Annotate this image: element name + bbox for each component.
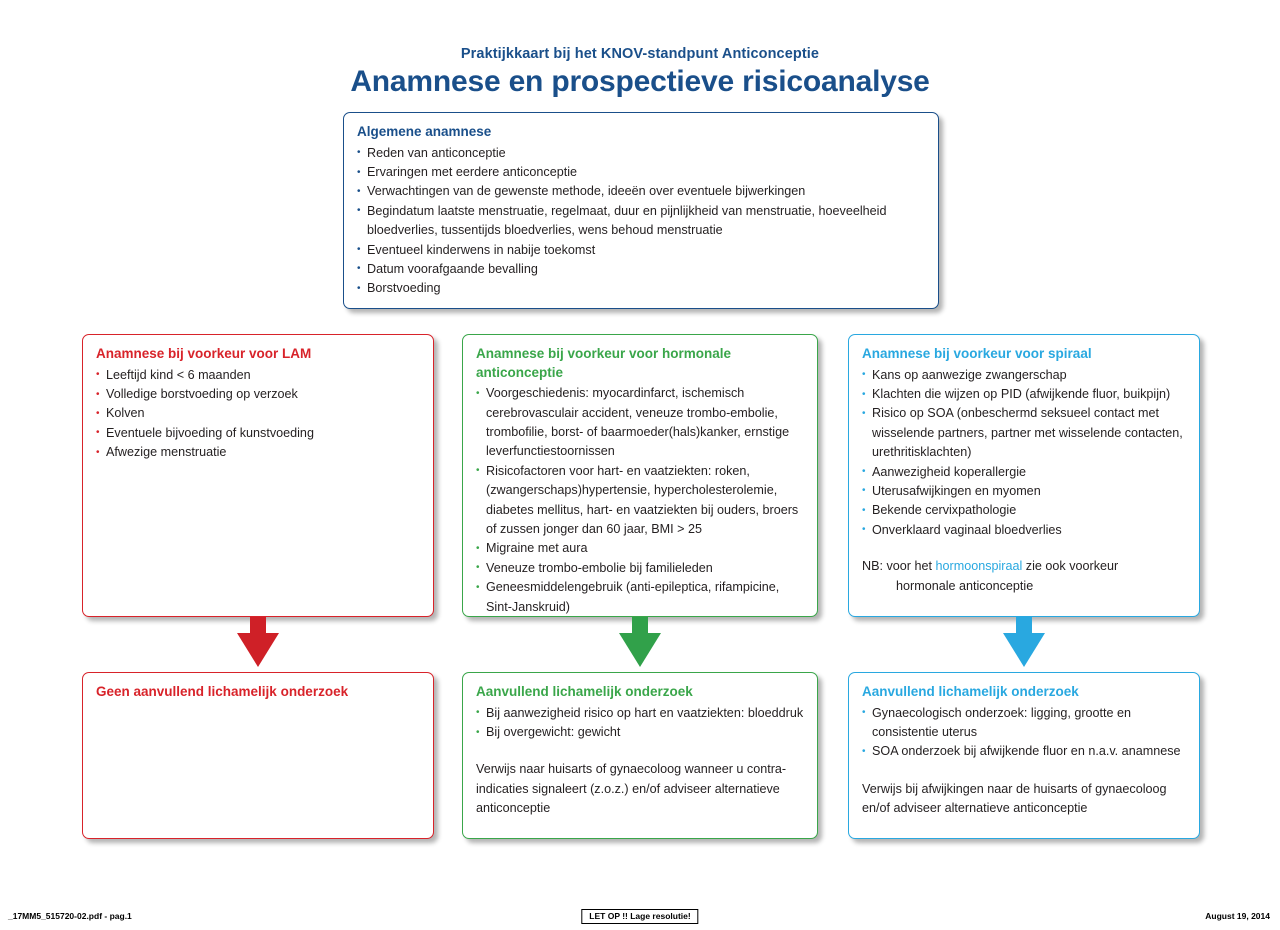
- anamnese-lam-title: Anamnese bij voorkeur voor LAM: [96, 346, 312, 361]
- page-footer: _17MM5_515720-02.pdf - pag.1 LET OP !! L…: [0, 905, 1280, 930]
- list-item: Eventueel kinderwens in nabije toekomst: [357, 240, 926, 260]
- onderzoek-spiraal-list: Gynaecologisch onderzoek: ligging, groot…: [862, 703, 1187, 762]
- onderzoek-lam-box: Geen aanvullend lichamelijk onderzoek: [82, 672, 434, 839]
- list-item: Afwezige menstruatie: [96, 443, 421, 462]
- onderzoek-spiraal-title: Aanvullend lichamelijk onderzoek: [862, 684, 1079, 699]
- onderzoek-hormonale-paragraph: Verwijs naar huisarts of gynaecoloog wan…: [476, 762, 787, 816]
- hormoonspiraal-note: NB: voor het hormoonspiraal zie ook voor…: [862, 557, 1187, 596]
- page-header: Praktijkkaart bij het KNOV-standpunt Ant…: [0, 46, 1280, 100]
- arrow-head: [619, 633, 661, 667]
- arrow-down-spiraal: [1003, 617, 1045, 667]
- arrow-down-hormonale: [619, 617, 661, 667]
- arrow-stem: [250, 617, 266, 633]
- arrow-stem: [632, 617, 648, 633]
- arrow-head: [237, 633, 279, 667]
- general-anamnese-title: Algemene anamnese: [357, 124, 492, 139]
- list-item: Geneesmiddelengebruik (anti-epileptica, …: [476, 578, 805, 617]
- anamnese-hormonale-box: Anamnese bij voorkeur voor hormonale ant…: [462, 334, 818, 617]
- list-item: Risicofactoren voor hart- en vaatziekten…: [476, 461, 805, 540]
- list-item: Volledige borstvoeding op verzoek: [96, 385, 421, 404]
- onderzoek-hormonale-title: Aanvullend lichamelijk onderzoek: [476, 684, 693, 699]
- footer-date: August 19, 2014: [1205, 911, 1270, 921]
- list-item: Risico op SOA (onbeschermd seksueel cont…: [862, 404, 1187, 462]
- anamnese-spiraal-box: Anamnese bij voorkeur voor spiraal Kans …: [848, 334, 1200, 617]
- anamnese-lam-list: Leeftijd kind < 6 maanden Volledige bors…: [96, 365, 421, 463]
- list-item: Bij overgewicht: gewicht: [476, 723, 805, 742]
- list-item: Migraine met aura: [476, 539, 805, 558]
- list-item: Eventuele bijvoeding of kunstvoeding: [96, 423, 421, 443]
- list-item: Veneuze trombo-embolie bij familieleden: [476, 558, 805, 578]
- list-item: Onverklaard vaginaal bloedverlies: [862, 520, 1187, 540]
- arrow-stem: [1016, 617, 1032, 633]
- list-item: Verwachtingen van de gewenste methode, i…: [357, 182, 926, 201]
- list-item: Klachten die wijzen op PID (afwijkende f…: [862, 385, 1187, 404]
- list-item: SOA onderzoek bij afwijkende fluor en n.…: [862, 742, 1187, 761]
- arrow-down-lam: [237, 617, 279, 667]
- anamnese-spiraal-title: Anamnese bij voorkeur voor spiraal: [862, 346, 1092, 361]
- onderzoek-spiraal-box: Aanvullend lichamelijk onderzoek Gynaeco…: [848, 672, 1200, 839]
- anamnese-hormonale-title: Anamnese bij voorkeur voor hormonale ant…: [476, 346, 732, 380]
- general-anamnese-list: Reden van anticonceptie Ervaringen met e…: [357, 143, 926, 299]
- list-item: Datum voorafgaande bevalling: [357, 259, 926, 279]
- general-anamnese-box: Algemene anamnese Reden van anticoncepti…: [343, 112, 939, 309]
- list-item: Leeftijd kind < 6 maanden: [96, 365, 421, 385]
- anamnese-lam-box: Anamnese bij voorkeur voor LAM Leeftijd …: [82, 334, 434, 617]
- hormoonspiraal-link[interactable]: hormoonspiraal: [935, 559, 1023, 574]
- note-prefix: NB: voor het: [862, 559, 936, 574]
- list-item: Voorgeschiedenis: myocardinfarct, ischem…: [476, 384, 805, 462]
- header-subtitle: Praktijkkaart bij het KNOV-standpunt Ant…: [460, 46, 820, 62]
- onderzoek-spiraal-paragraph: Verwijs bij afwijkingen naar de huisarts…: [862, 781, 1167, 816]
- list-item: Gynaecologisch onderzoek: ligging, groot…: [862, 703, 1187, 743]
- anamnese-spiraal-list: Kans op aanwezige zwangerschap Klachten …: [862, 365, 1187, 541]
- onderzoek-hormonale-list: Bij aanwezigheid risico op hart en vaatz…: [476, 703, 805, 743]
- footer-filename: _17MM5_515720-02.pdf - pag.1: [8, 911, 132, 921]
- list-item: Bij aanwezigheid risico op hart en vaatz…: [476, 703, 805, 723]
- low-resolution-warning-stamp: LET OP !! Lage resolutie!: [581, 909, 699, 924]
- onderzoek-lam-title: Geen aanvullend lichamelijk onderzoek: [96, 684, 349, 699]
- list-item: Begindatum laatste menstruatie, regelmaa…: [357, 201, 926, 241]
- list-item: Kans op aanwezige zwangerschap: [862, 365, 1187, 385]
- list-item: Reden van anticonceptie: [357, 143, 926, 163]
- list-item: Kolven: [96, 404, 421, 423]
- page-title: Anamnese en prospectieve risicoanalyse: [350, 65, 930, 99]
- list-item: Bekende cervixpathologie: [862, 501, 1187, 520]
- onderzoek-hormonale-box: Aanvullend lichamelijk onderzoek Bij aan…: [462, 672, 818, 839]
- arrow-head: [1003, 633, 1045, 667]
- note-second-line: hormonale anticonceptie: [896, 578, 1034, 593]
- list-item: Uterusafwijkingen en myomen: [862, 481, 1187, 501]
- list-item: Ervaringen met eerdere anticonceptie: [357, 163, 926, 182]
- list-item: Aanwezigheid koperallergie: [862, 462, 1187, 482]
- anamnese-hormonale-list: Voorgeschiedenis: myocardinfarct, ischem…: [476, 384, 805, 617]
- note-suffix: zie ook voorkeur: [1022, 559, 1119, 574]
- list-item: Borstvoeding: [357, 279, 926, 298]
